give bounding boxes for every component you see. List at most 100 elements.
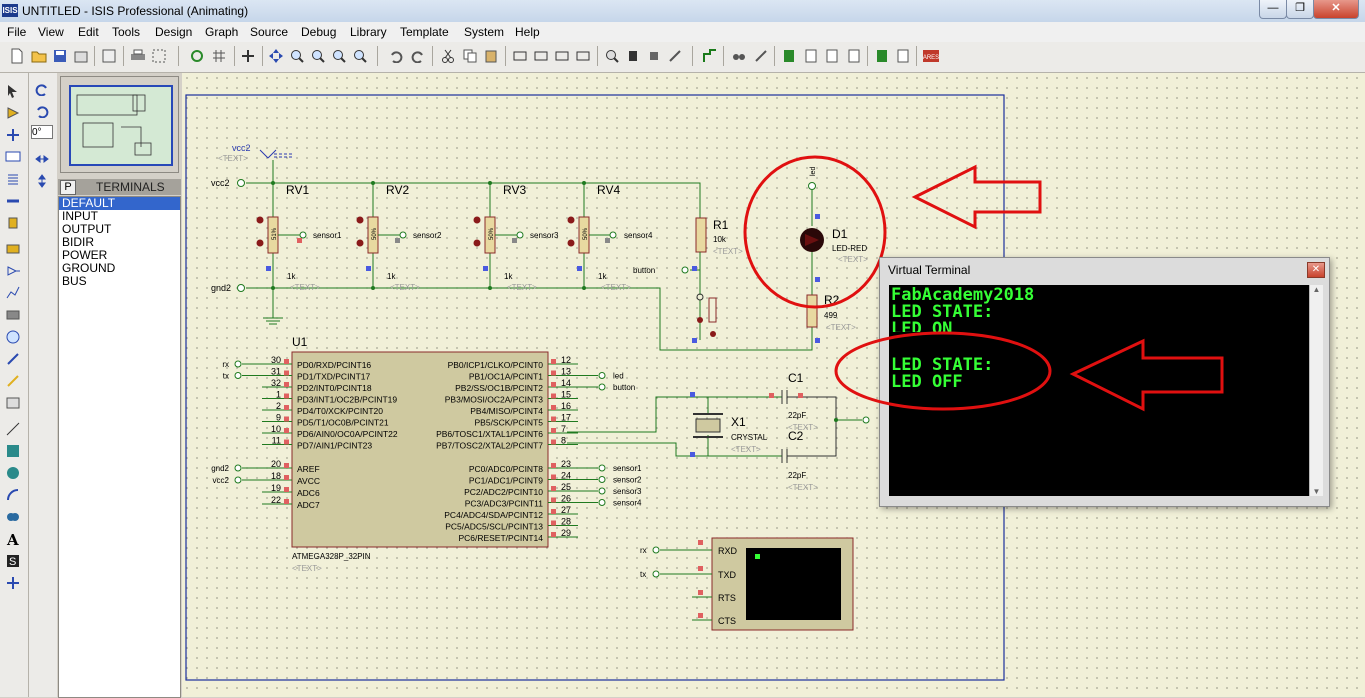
design-explorer-icon[interactable] — [874, 48, 890, 64]
wire-label-mode-icon[interactable] — [5, 149, 21, 165]
mirror-y-icon[interactable] — [34, 173, 50, 189]
block-delete-icon[interactable] — [575, 48, 591, 64]
open-folder-icon[interactable] — [31, 48, 47, 64]
rotation-angle-field[interactable] — [31, 125, 53, 139]
pick-device-icon[interactable] — [604, 48, 620, 64]
power-terminal[interactable]: vcc2 <TEXT> — [218, 143, 294, 163]
menu-library[interactable]: Library — [350, 25, 387, 39]
redo-icon[interactable] — [410, 48, 426, 64]
zoom-area-icon[interactable] — [352, 48, 368, 64]
menu-template[interactable]: Template — [400, 25, 449, 39]
subcircuit-mode-icon[interactable] — [5, 215, 21, 231]
list-item-default[interactable]: DEFAULT — [59, 197, 180, 210]
virtual-instruments-mode-icon[interactable] — [5, 395, 21, 411]
rotate-clockwise-icon[interactable] — [34, 81, 50, 97]
menu-view[interactable]: View — [38, 25, 64, 39]
potentiometer-rv4[interactable]: 50% RV4 sensor4 1k <TEXT> — [567, 183, 654, 292]
pushbutton[interactable]: button — [633, 252, 717, 343]
undo-icon[interactable] — [388, 48, 404, 64]
terminal-output[interactable]: FabAcademy2018 LED STATE: LED ON LED STA… — [889, 285, 1309, 496]
list-item-bidir[interactable]: BIDIR — [62, 235, 95, 249]
marker-tool-icon[interactable] — [5, 575, 21, 591]
device-pins-mode-icon[interactable] — [5, 263, 21, 279]
overview-window[interactable] — [60, 76, 179, 173]
pick-button[interactable]: P — [60, 180, 76, 195]
list-item-ground[interactable]: GROUND — [62, 261, 116, 275]
grid-icon[interactable] — [211, 48, 227, 64]
capacitor-c1[interactable]: C1 22pF <TEXT> — [769, 371, 837, 457]
selection-mode-icon[interactable] — [5, 83, 21, 99]
menu-debug[interactable]: Debug — [301, 25, 337, 39]
graph-mode-icon[interactable] — [5, 285, 21, 301]
new-file-icon[interactable] — [9, 48, 25, 64]
list-item-bus[interactable]: BUS — [62, 274, 87, 288]
print-icon[interactable] — [130, 48, 146, 64]
menu-tools[interactable]: Tools — [112, 25, 141, 39]
print-area-icon[interactable] — [151, 48, 167, 64]
arc-tool-icon[interactable] — [5, 487, 21, 503]
minimize-button[interactable]: — — [1259, 0, 1287, 19]
list-item-power[interactable]: POWER — [62, 248, 108, 262]
symbol-tool-icon[interactable]: S — [5, 553, 21, 569]
refresh-icon[interactable] — [189, 48, 205, 64]
resistor-r1[interactable]: R1 10k <TEXT> — [695, 217, 743, 256]
menu-design[interactable]: Design — [155, 25, 193, 39]
buses-mode-icon[interactable] — [5, 193, 21, 209]
menu-file[interactable]: File — [7, 25, 27, 39]
menu-system[interactable]: System — [464, 25, 505, 39]
ares-icon[interactable]: ARES — [923, 48, 939, 64]
bom-report-icon[interactable] — [895, 48, 911, 64]
box-tool-icon[interactable] — [5, 443, 21, 459]
save-icon[interactable] — [52, 48, 68, 64]
ares-netlist-icon[interactable] — [846, 48, 862, 64]
copy-icon[interactable] — [462, 48, 478, 64]
cut-icon[interactable] — [440, 48, 456, 64]
potentiometer-rv1[interactable]: 51% RV1 sensor1 1k <TEXT> — [256, 183, 343, 292]
export-icon[interactable] — [101, 48, 117, 64]
line-tool-icon[interactable] — [5, 421, 21, 437]
junction-dot-mode-icon[interactable] — [5, 127, 21, 143]
decompose-icon[interactable] — [667, 48, 683, 64]
terminal-scrollbar[interactable]: ▲ ▼ — [1309, 285, 1323, 496]
import-icon[interactable] — [73, 48, 89, 64]
maximize-button[interactable]: ❐ — [1286, 0, 1314, 19]
block-move-icon[interactable] — [533, 48, 549, 64]
terminals-mode-icon[interactable] — [5, 241, 21, 257]
make-device-icon[interactable] — [625, 48, 641, 64]
virtual-terminal-close-button[interactable]: ✕ — [1307, 262, 1325, 278]
search-tag-icon[interactable] — [731, 48, 747, 64]
netlist-icon[interactable] — [803, 48, 819, 64]
origin-icon[interactable] — [240, 48, 256, 64]
circle-tool-icon[interactable] — [5, 465, 21, 481]
paste-icon[interactable] — [484, 48, 500, 64]
rotate-anticlockwise-icon[interactable] — [34, 103, 50, 119]
list-item-output[interactable]: OUTPUT — [62, 222, 112, 236]
scroll-up-icon[interactable]: ▲ — [1312, 285, 1321, 294]
tape-recorder-mode-icon[interactable] — [5, 307, 21, 323]
menu-source[interactable]: Source — [250, 25, 289, 39]
zoom-in-icon[interactable] — [289, 48, 305, 64]
list-item-input[interactable]: INPUT — [62, 209, 98, 223]
menu-help[interactable]: Help — [515, 25, 540, 39]
package-tool-icon[interactable] — [646, 48, 662, 64]
bill-of-materials-icon[interactable] — [781, 48, 797, 64]
resistor-r2[interactable]: R2 499 <TEXT> — [806, 277, 856, 343]
close-button[interactable]: ✕ — [1313, 0, 1359, 19]
mirror-x-icon[interactable] — [34, 151, 50, 167]
